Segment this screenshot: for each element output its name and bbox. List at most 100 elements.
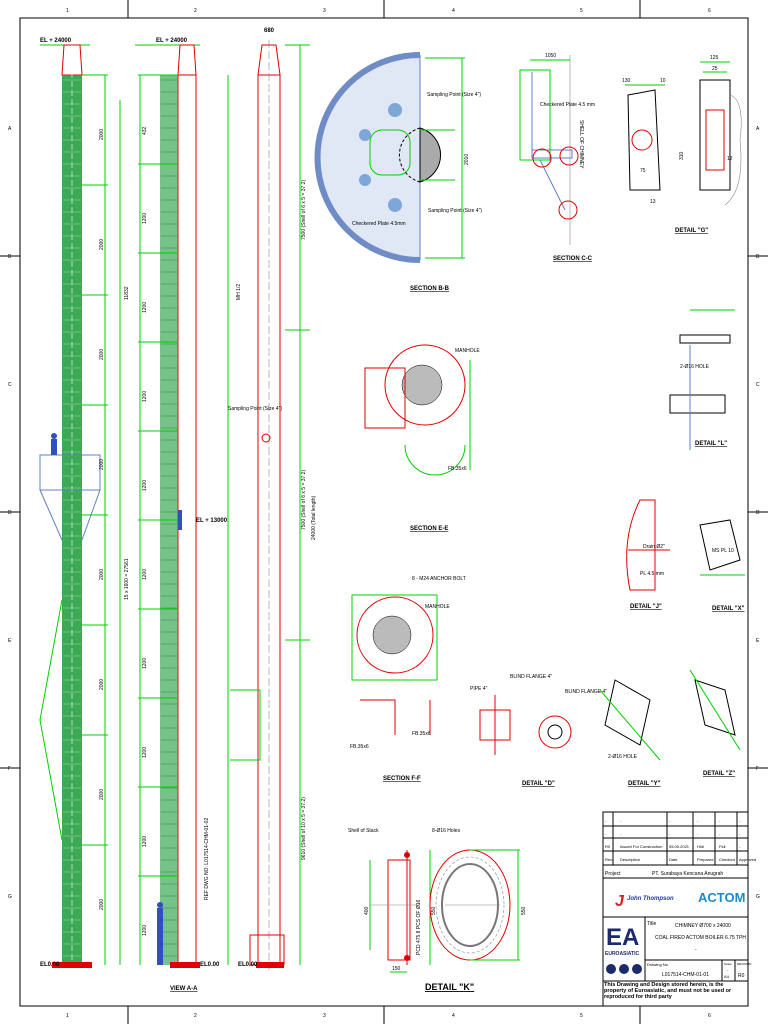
detail-g-title: DETAIL "G" [675,228,708,234]
detail-j-title: DETAIL "J" [630,604,662,610]
row-mark: C [8,382,12,388]
section-ff-title: SECTION F-F [383,776,421,782]
revision-label: REVISION [737,962,751,966]
row-mark: F [8,766,11,772]
dimension: 9610 (Shell of 10 x 5 = 37.2) [301,797,307,860]
plate-label: MS PL 10 [712,548,734,554]
dimension: 75 [640,168,646,174]
detail-g: 125 25 130 10 310 75 13 12 DETAIL "G" [622,55,742,234]
dimension: 550 [521,906,527,915]
footer-note: This Drawing and Design stored herein, i… [604,982,732,1000]
john-thompson-logo: J John Thompson [615,893,674,910]
revision-cell-checked: - [719,818,721,823]
elevation-bottom-label: EL0.00 [40,962,60,968]
logo-text: John Thompson [627,896,674,902]
drain-label: Drain Ø2" [643,544,665,550]
section-ff: 8 - M24 ANCHOR BOLT MANHOLE FB.35x6 FB.3… [350,576,466,782]
dimension-label: 2000 [99,899,105,910]
col-mark: 2 [194,1013,197,1019]
elevation-top-label: EL + 24000 [156,38,188,44]
revision-cell-date: - [669,818,671,823]
row-mark: G [8,894,12,900]
revision-cell-rev: - [605,818,607,823]
dimension-label: 2000 [99,569,105,580]
shell-label: SHELL OF CHIMNEY [578,120,584,169]
revision-cell-approved: - [739,844,741,849]
checkered-plate-label: Checkered Plate 4.5mm [352,221,406,227]
dimension: 150 [392,966,401,972]
revision-header-approved: Approved [739,857,756,862]
elevation-platform-label: EL + 13000 [196,518,228,524]
row-mark: E [8,638,12,644]
detail-d-title: DETAIL "D" [522,781,555,787]
detail-l-title: DETAIL "L" [695,441,727,447]
shell-label: Shell of Stack [348,828,379,834]
holes-label: 8-Ø16 Holes [432,828,461,834]
dimension-label: 1200 [142,391,148,402]
dimension-label: 432 [142,126,148,135]
col-mark: 5 [580,1013,583,1019]
drawing-title-line1: CHIMNEY Ø700 x 24000 [675,923,731,929]
revision-cell-approved: - [739,818,741,823]
flat-bar-label: FB.35x6 [350,744,369,750]
revision-cell-rev: R0 [605,844,611,849]
dimension-total: 15 x 1600 = 27561 [124,558,130,600]
section-ee: MANHOLE FB.35x6 SECTION E-E [364,344,480,532]
col-mark: 2 [194,8,197,14]
dimension: 7500 (Shell of 6 x 5 = 37.2) [301,469,307,530]
dimension-label: 1200 [142,480,148,491]
drawing-title-line3: - [695,947,697,953]
row-mark: D [8,510,12,516]
border-column-marks: 1 2 3 4 5 6 1 2 3 4 5 6 [66,8,711,1019]
dimension: 130 [622,78,631,84]
revision-header-checked: Checked [719,857,735,862]
holes-label: 2-Ø16 HOLE [680,364,710,370]
sampling-point-label: Sampling Point (Size 4") [228,406,282,412]
top-diameter: 680 [264,28,275,34]
dimension: 25 [712,66,718,72]
ea-logo-text: EA [606,924,639,951]
anchor-bolt-label: 8 - M24 ANCHOR BOLT [412,576,466,582]
elevation-top-label: EL + 24000 [40,38,72,44]
revision-cell-date: - [669,831,671,836]
detail-z: DETAIL "Z" [689,669,741,777]
reference-drawing: REF DWG NO. L017514-CHM-01-02 [204,818,210,900]
revision-cell-description: Issued For Construction [620,844,662,849]
dimension: 2010 [464,154,470,165]
dimension-label: 1200 [142,747,148,758]
revision-cell-rev: - [605,831,607,836]
view-aa-title: VIEW A-A [170,986,198,992]
dimension: MH 1/2 [236,284,242,300]
revision-value: R0 [738,973,745,979]
dimension-label: 2000 [99,679,105,690]
dimension: 125 [710,55,719,61]
flange-label: BLIND FLANGE 4" [565,689,607,695]
flat-bar-label: FB.35x6 [448,466,467,472]
detail-k-title: DETAIL "K" [425,982,474,992]
size-value: A4 [724,974,730,979]
dimension: 1050 [545,53,556,59]
chimney-elevation-1: EL + 24000 20002000200020002000200020002… [39,38,130,970]
project-label: Project [605,871,621,877]
border-row-marks: A B C D E F G A B C D E F G [8,126,760,900]
detail-y-title: DETAIL "Y" [628,781,661,787]
detail-x-title: DETAIL "X" [712,606,745,612]
dimension-label: 1200 [142,658,148,669]
revision-cell-prepared: Hidi [697,844,704,849]
plate-label: PL 4.5 mm [640,571,664,577]
col-mark: 4 [452,1013,455,1019]
scale-label: Scale [724,962,732,966]
dimension-label: 2000 [99,789,105,800]
dimension: 13 [650,199,656,205]
dimension-label: 2000 [99,129,105,140]
elevation-bottom-label: EL0.00 [200,962,220,968]
drawing-no-label: Drawing No. [647,962,669,967]
col-mark: 6 [708,1013,711,1019]
revision-header-rev: Rev. [605,857,613,862]
col-mark: 1 [66,8,69,14]
sampling-point-label: Sampling Point (Size 4") [427,92,481,98]
revision-header-prepared: Prepared [697,857,713,862]
section-cc: 1050 Checkered Plate 4.5 mm SHELL OF CHI… [519,53,595,262]
revision-cell-prepared: - [697,818,699,823]
